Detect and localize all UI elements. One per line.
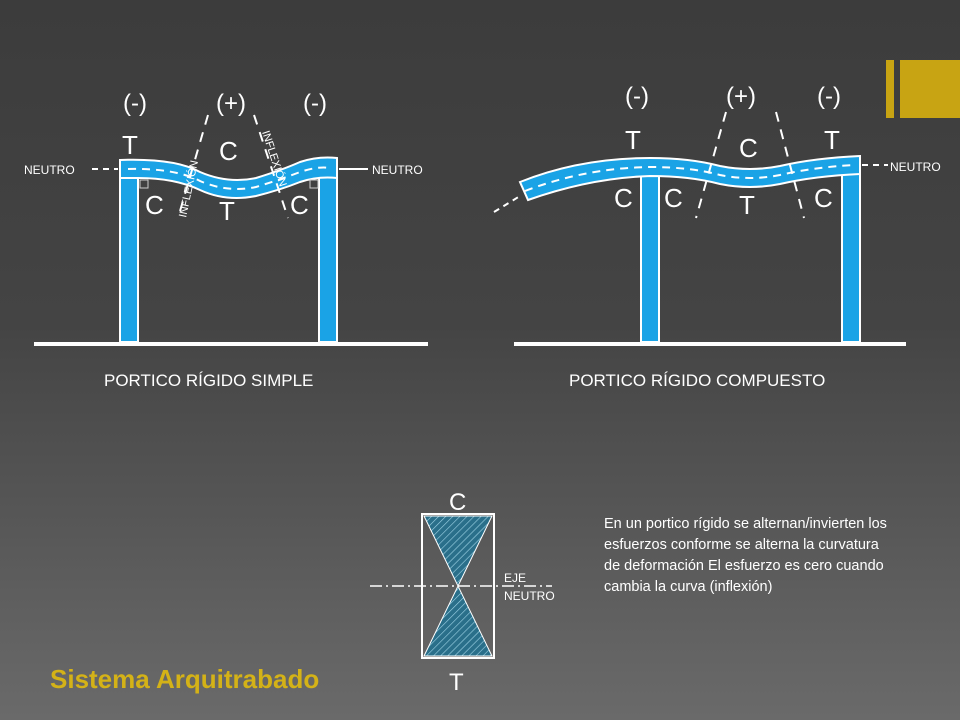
compression-triangle <box>423 515 493 588</box>
neutro-label-right-compuesto: NEUTRO <box>890 160 941 174</box>
label-c2-compuesto: C <box>664 183 683 213</box>
sign-right-compuesto: (-) <box>817 83 841 110</box>
label-t-right-compuesto: T <box>824 125 840 155</box>
label-c-center-compuesto: C <box>739 133 758 163</box>
accent-bar-thin <box>886 60 894 118</box>
caption-portico-simple: PORTICO RÍGIDO SIMPLE <box>104 371 314 390</box>
beam-compuesto <box>518 154 861 202</box>
explanation-text: En un portico rígido se alternan/inviert… <box>604 516 887 595</box>
sign-center-simple: (+) <box>216 90 246 117</box>
cantilever-extension <box>493 195 521 213</box>
beam-axis-simple <box>127 166 331 190</box>
label-c-left-simple: C <box>145 190 164 220</box>
sign-left-simple: (-) <box>123 90 147 117</box>
column-left-compuesto <box>640 169 660 343</box>
page-title: Sistema Arquitrabado <box>50 664 320 694</box>
section-stress-diagram: C T EJE NEUTRO <box>370 489 555 696</box>
label-c1-compuesto: C <box>614 183 633 213</box>
corner-mark-right <box>309 179 319 189</box>
label-t-center-simple: T <box>219 196 235 226</box>
eje-label: EJE <box>504 571 526 585</box>
frame-simple: (-) (+) (-) T C C T C NEUTRO NEUTRO INFL… <box>24 90 428 346</box>
label-t-center-compuesto: T <box>739 190 755 220</box>
column-left-simple <box>119 165 139 343</box>
inflexion-line-right-compuesto <box>775 111 805 219</box>
label-t-left-compuesto: T <box>625 125 641 155</box>
section-label-t: T <box>449 669 464 696</box>
beam-simple <box>119 156 338 199</box>
beam-axis-compuesto <box>524 164 856 192</box>
neutro-label-right-simple: NEUTRO <box>372 163 423 177</box>
inflexion-line-right <box>253 114 289 219</box>
accent-bar-wide <box>900 60 960 118</box>
section-label-c: C <box>449 489 466 516</box>
caption-portico-compuesto: PORTICO RÍGIDO COMPUESTO <box>569 371 826 390</box>
inflexion-line-left-compuesto <box>695 111 727 219</box>
label-c-center-simple: C <box>219 136 238 166</box>
neutro-axis-label: NEUTRO <box>504 589 555 603</box>
label-c3-compuesto: C <box>814 183 833 213</box>
corner-mark-left <box>139 179 149 189</box>
sign-left-compuesto: (-) <box>625 83 649 110</box>
column-right-compuesto <box>841 159 861 343</box>
label-t-left-simple: T <box>122 130 138 160</box>
sign-center-compuesto: (+) <box>726 83 756 110</box>
label-c-right-simple: C <box>290 190 309 220</box>
column-right-simple <box>318 159 338 343</box>
sign-right-simple: (-) <box>303 90 327 117</box>
frame-compuesto: (-) (+) (-) T C T C C T C NEUTRO <box>493 83 941 346</box>
neutro-label-left: NEUTRO <box>24 163 75 177</box>
tension-triangle <box>423 584 493 657</box>
